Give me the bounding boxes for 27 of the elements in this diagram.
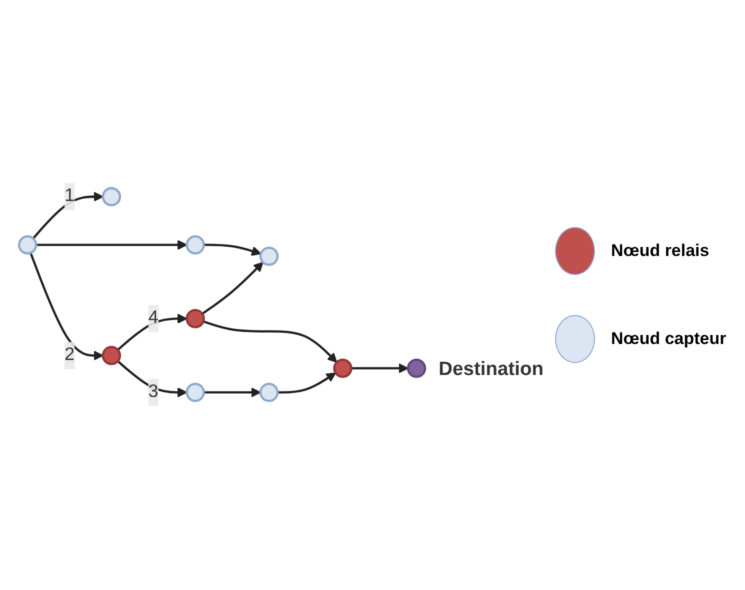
arrow (278, 372, 336, 394)
node-circle (259, 247, 279, 266)
legend-label: Nœud relais (611, 241, 710, 261)
arrow (204, 244, 262, 256)
node-circle (186, 236, 205, 255)
node-circle (102, 346, 122, 366)
edge-label: 2 (64, 346, 75, 366)
arrow (202, 262, 264, 316)
edge-label: 4 (148, 308, 158, 328)
node-circle (406, 359, 426, 378)
edge-label: 1 (64, 186, 75, 206)
arrow (351, 364, 408, 374)
node-circle (102, 188, 122, 207)
arrow (36, 240, 188, 250)
node-caption: Destination (438, 360, 544, 381)
node-circle (18, 236, 38, 255)
arrow (30, 252, 104, 361)
arrow (202, 320, 338, 364)
legend-label: Nœud capteur (611, 329, 726, 349)
edge-label: 3 (148, 382, 158, 402)
node-circle (186, 383, 205, 402)
node-circle (186, 309, 205, 329)
arrow (117, 314, 188, 352)
arrow (117, 360, 188, 398)
node-circle (259, 383, 279, 402)
arrow (204, 388, 261, 398)
node-circle (333, 359, 352, 378)
